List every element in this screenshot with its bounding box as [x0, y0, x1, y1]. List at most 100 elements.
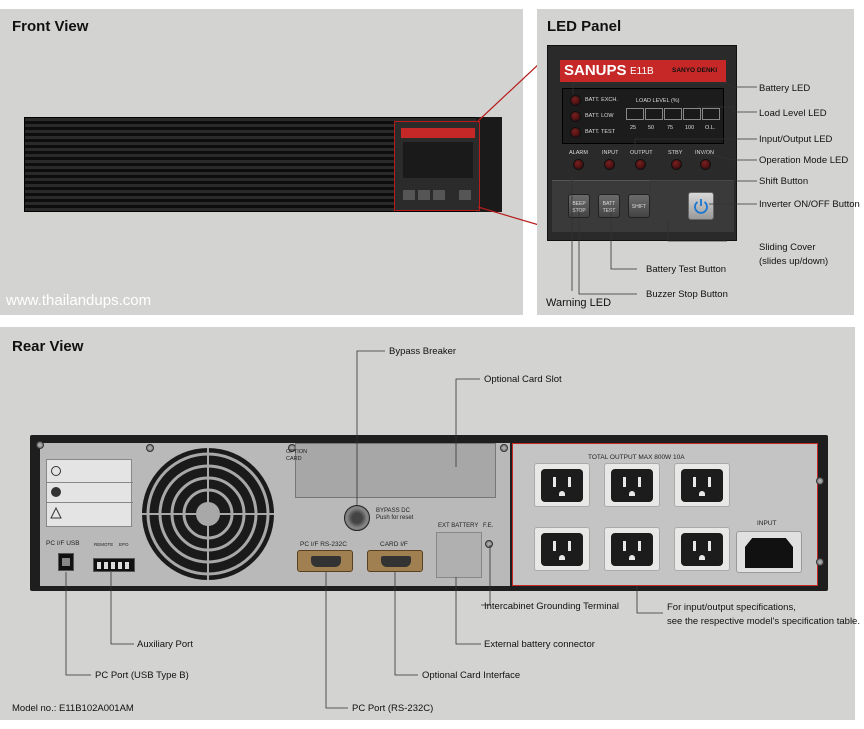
sliding-cover[interactable]: BEEP STOP BATT TEST SHIFT: [552, 180, 734, 232]
nema-outlet: [534, 527, 590, 571]
callout-auxiliary-port: Auxiliary Port: [137, 639, 193, 650]
load-level-label: LOAD LEVEL (%): [636, 98, 680, 104]
load-tick-ol: O.L.: [705, 125, 716, 131]
outlet-header: TOTAL OUTPUT MAX 800W 10A: [588, 454, 685, 461]
callout-battery-led: Battery LED: [759, 83, 811, 94]
batt-low-label: BATT. LOW: [585, 113, 614, 119]
alarm-label: ALARM: [569, 150, 588, 156]
nema-outlet: [604, 463, 660, 507]
callout-io-spec-line2: see the respective model's specification…: [667, 616, 860, 627]
led-panel-faceplate: SANUPS E11B SANYO DENKI BATT. EXCH. BATT…: [547, 45, 737, 241]
batt-low-led: [570, 111, 581, 122]
callout-grounding-terminal: Intercabinet Grounding Terminal: [484, 601, 620, 612]
screw: [816, 558, 824, 566]
brand-strip: SANUPS E11B SANYO DENKI: [560, 60, 726, 82]
usb-b-port[interactable]: [58, 553, 74, 571]
batt-test-label: BATT. TEST: [585, 129, 616, 135]
screw: [500, 444, 508, 452]
callout-operation-mode-led: Operation Mode LED: [759, 155, 849, 166]
batt-exch-label: BATT. EXCH.: [585, 97, 618, 103]
callout-inverter-button: Inverter ON/OFF Button: [759, 199, 860, 210]
input-label: INPUT: [602, 150, 619, 156]
power-icon: [694, 199, 708, 214]
fe-label: F.E.: [483, 523, 494, 529]
callout-bypass-breaker: Bypass Breaker: [389, 346, 457, 357]
callout-sliding-cover: Sliding Cover: [759, 242, 816, 253]
batt-test-button-label: BATT TEST: [602, 201, 616, 214]
remote-label: REMOTE: [94, 542, 114, 547]
led-panel-title: LED Panel: [547, 18, 622, 35]
ext-battery-label: EXT BATTERY: [438, 523, 479, 529]
shift-button[interactable]: SHIFT: [628, 194, 650, 218]
rear-view-title: Rear View: [12, 338, 84, 355]
callout-ext-battery-connector: External battery connector: [484, 639, 595, 650]
maker-name: SANYO DENKI: [672, 67, 718, 74]
watermark: www.thailandups.com: [6, 292, 152, 309]
stby-label: STBY: [668, 150, 683, 156]
shift-button-label: SHIFT: [631, 204, 647, 210]
alarm-led: [573, 159, 584, 170]
input-label: INPUT: [757, 520, 777, 527]
front-view-title: Front View: [12, 18, 89, 35]
invon-led: [700, 159, 711, 170]
stby-led: [671, 159, 682, 170]
iec-input-inlet: [736, 531, 802, 573]
optional-card-slot: [295, 443, 496, 498]
grounding-screw: [485, 540, 493, 548]
brand-name: SANUPS: [564, 62, 627, 79]
callout-sliding-cover-note: (slides up/down): [759, 256, 829, 267]
inverter-onoff-button[interactable]: [688, 192, 714, 220]
load-tick-100: 100: [685, 125, 695, 131]
card-if-label: CARD I/F: [380, 541, 408, 548]
callout-io-led: Input/Output LED: [759, 134, 833, 145]
callout-warning-led: Warning LED: [546, 297, 612, 309]
batt-test-led: [570, 127, 581, 138]
nema-outlet: [674, 463, 730, 507]
ups-front-right-cap: [476, 117, 502, 212]
callout-battery-test-button: Battery Test Button: [646, 264, 727, 275]
callout-load-level-led: Load Level LED: [759, 108, 827, 119]
output-label: OUTPUT: [630, 150, 653, 156]
load-tick-75: 75: [667, 125, 674, 131]
push-reset-label: Push for reset: [376, 515, 414, 521]
pc-rs232-label: PC I/F RS-232C: [300, 541, 347, 548]
bypass-dc-label: BYPASS DC: [376, 508, 410, 514]
rear-view-panel: Rear View OPTION CARD BYPASS DC Push for…: [0, 327, 860, 720]
auxiliary-terminal-block[interactable]: [93, 558, 135, 572]
callout-pc-port-usb: PC Port (USB Type B): [95, 670, 189, 681]
batt-exch-led: [570, 95, 581, 106]
front-view-panel: Front View www.thailandups.com: [0, 9, 523, 315]
pc-usb-label: PC I/F USB: [46, 540, 80, 547]
epo-label: EPO: [119, 542, 129, 547]
rs232-port[interactable]: [297, 550, 353, 572]
callout-optional-card-slot: Optional Card Slot: [484, 374, 562, 385]
bypass-breaker[interactable]: [344, 505, 370, 531]
load-level-bar: [626, 108, 722, 120]
fan-grille: [142, 448, 274, 580]
card-if-port[interactable]: [367, 550, 423, 572]
screw: [816, 477, 824, 485]
ext-battery-cover: [436, 532, 482, 578]
load-tick-25: 25: [630, 125, 637, 131]
output-led: [635, 159, 646, 170]
callout-io-spec-line1: For input/output specifications,: [667, 602, 796, 613]
warning-label-sticker: [46, 459, 133, 527]
model-code: E11B: [630, 66, 654, 77]
rear-callout-lines: [65, 350, 663, 709]
screw: [146, 444, 154, 452]
screw: [36, 441, 44, 449]
callout-optional-card-interface: Optional Card Interface: [422, 670, 521, 681]
nema-outlet: [604, 527, 660, 571]
nema-outlet: [534, 463, 590, 507]
callout-shift-button: Shift Button: [759, 176, 809, 187]
led-callout-lines: [571, 82, 757, 295]
model-number: Model no.: E11B102A001AM: [12, 703, 134, 714]
nema-outlet: [674, 527, 730, 571]
callout-buzzer-stop-button: Buzzer Stop Button: [646, 289, 728, 300]
load-tick-50: 50: [648, 125, 655, 131]
input-led: [604, 159, 615, 170]
invon-label: INV/ON: [695, 150, 714, 156]
batt-test-button[interactable]: BATT TEST: [598, 194, 620, 218]
option-card-label: OPTION CARD: [286, 449, 308, 462]
led-panel-section: LED Panel SANUPS E11B SANYO DENKI BATT. …: [537, 9, 860, 315]
